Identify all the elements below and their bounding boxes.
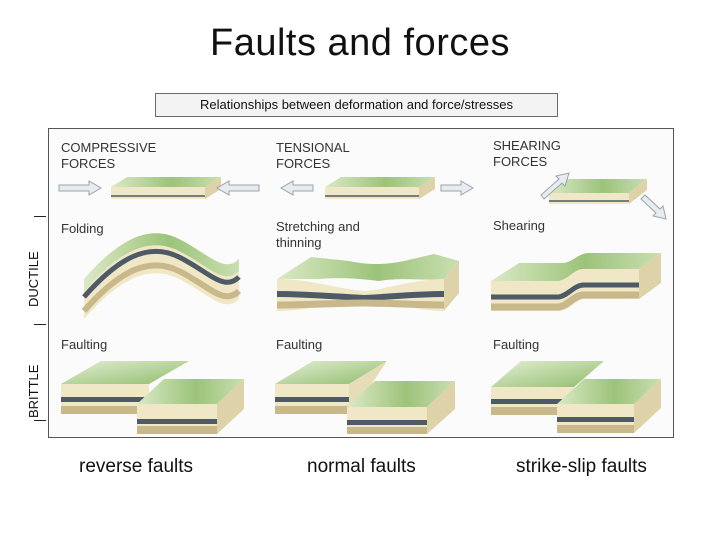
row-separator [34,324,46,325]
arrow-right-icon [440,180,474,196]
row-separator [34,420,46,421]
force-label: COMPRESSIVE [61,140,157,155]
row-separator [34,216,46,217]
arrow-diagonal-icon [540,172,570,200]
force-block [549,179,647,204]
force-label: FORCES [276,156,331,171]
arrow-diagonal-icon [640,194,667,220]
sheared-block [491,253,661,311]
fault-type-label: reverse faults [79,456,194,477]
force-block [111,177,221,199]
slide-subtitle: Relationships between deformation and fo… [155,93,558,117]
deformation-label: Stretching and [276,219,360,234]
normal-fault-blocks [275,361,455,434]
force-block [325,177,435,199]
force-label: FORCES [493,154,548,169]
deformation-label: Shearing [493,218,545,233]
deformation-label: thinning [276,235,322,250]
folded-block [81,233,242,319]
fault-type-label: normal faults [307,456,416,477]
force-label: FORCES [61,156,116,171]
slide-title: Faults and forces [210,22,510,64]
force-label: TENSIONAL [276,140,350,155]
deformation-label: Faulting [61,337,107,352]
column-compressive: COMPRESSIVE FORCES Folding Faulting [58,140,260,434]
deformation-label: Folding [61,221,104,236]
row-label-brittle: BRITTLE [26,364,41,418]
deformation-label: Faulting [493,337,539,352]
arrow-left-icon [280,180,314,196]
strike-slip-fault-blocks [491,361,661,433]
row-label-ductile: DUCTILE [26,251,41,307]
column-shearing: SHEARING FORCES Shearing Faulting [491,138,667,433]
deformation-label: Faulting [276,337,322,352]
stretched-block [276,254,459,311]
column-tensional: TENSIONAL FORCES Stretching and thinning… [275,140,474,434]
force-label: SHEARING [493,138,561,153]
reverse-fault-blocks [61,361,244,434]
arrow-left-icon [216,180,260,196]
fault-type-label: strike-slip faults [516,456,647,477]
deformation-diagram: COMPRESSIVE FORCES Folding Faulting [48,128,674,438]
arrow-right-icon [58,180,102,196]
